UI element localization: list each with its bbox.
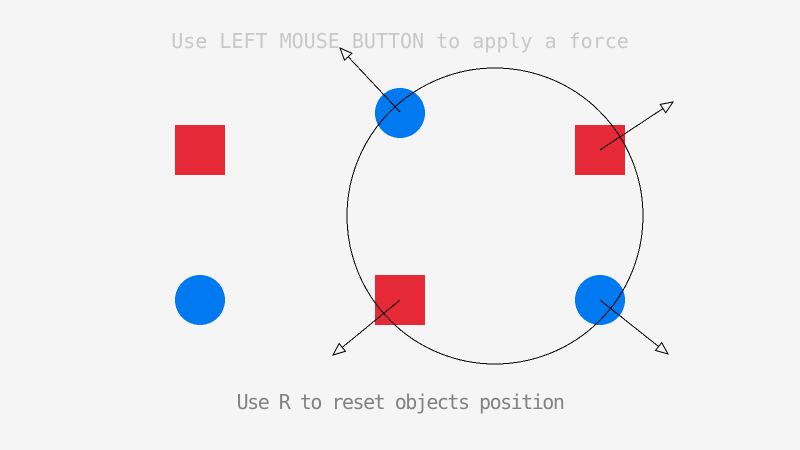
object-red-square-left[interactable] <box>175 125 225 175</box>
force-arrow-red-square-top-right <box>599 102 673 151</box>
object-blue-circle-left[interactable] <box>175 275 225 325</box>
force-arrow-blue-circle-top <box>340 48 401 113</box>
object-blue-circle-top[interactable] <box>375 88 425 138</box>
force-arrow-blue-circle-bottom-right <box>599 299 668 354</box>
force-arrow-red-square-bottom <box>333 299 401 355</box>
boundary-circle <box>346 67 644 365</box>
